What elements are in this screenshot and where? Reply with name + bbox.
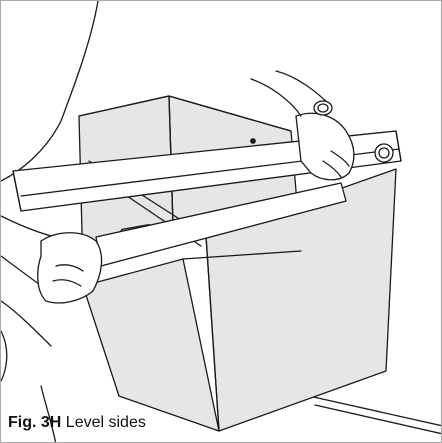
cabinet-icon <box>78 95 397 432</box>
cabinet-hole <box>250 138 256 144</box>
leg-outline <box>1 300 52 347</box>
right-hand-icon <box>295 112 355 181</box>
figure-label: Fig. 3H <box>8 414 62 431</box>
figure-title: Level sides <box>65 414 146 431</box>
hand-icon <box>37 232 103 304</box>
wristwatch-icon <box>313 100 333 116</box>
floor-line <box>308 395 441 435</box>
level-end-cap <box>374 143 394 163</box>
cabinet-left-lower-panel <box>82 258 220 432</box>
figure-caption: Fig. 3H Level sides <box>8 414 146 432</box>
